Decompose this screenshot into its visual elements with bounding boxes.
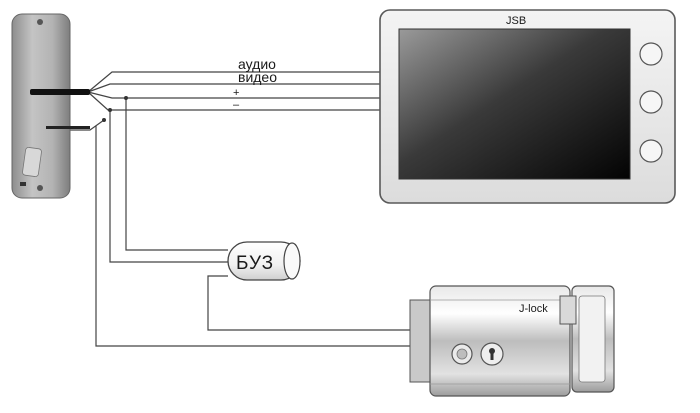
wire-bundle [50,71,420,347]
monitor-button-3 [639,139,663,163]
wire-label-audio: аудио [238,56,276,72]
wire-label-plus: + [233,87,239,99]
wire-plus-to-power [125,98,228,251]
call-panel [11,13,90,199]
call-button [22,147,42,177]
lock-bolt [559,295,577,325]
junction-dot [102,118,106,122]
monitor: JSB [379,9,676,204]
screw-icon [37,19,43,25]
monitor-screen [398,28,631,180]
camera-slot [30,89,90,95]
wire-video [87,83,380,93]
relay-slot [46,126,90,129]
screw-icon [37,185,43,191]
wire-label-minus: – [233,99,240,111]
wire-label-video: видео [238,69,277,85]
power-block: БУЗ [227,241,301,281]
wire-plus [87,91,380,99]
junction-dot [124,96,128,100]
monitor-button-1 [639,42,663,66]
lock-brand: J-lock [519,303,548,315]
wire-audio [87,71,380,93]
wire-junctions [102,96,128,122]
junction-dot [108,108,112,112]
lock: J-lock [409,285,615,397]
lock-body [429,285,571,397]
power-block-label: БУЗ [236,253,274,274]
wire-panel-to-lock [50,119,420,347]
wire-power-to-lock [207,275,420,331]
monitor-brand: JSB [506,15,526,27]
brand-mark [20,182,26,186]
monitor-button-2 [639,90,663,114]
power-block-cap [283,242,301,280]
wire-minus-to-power [109,110,228,263]
